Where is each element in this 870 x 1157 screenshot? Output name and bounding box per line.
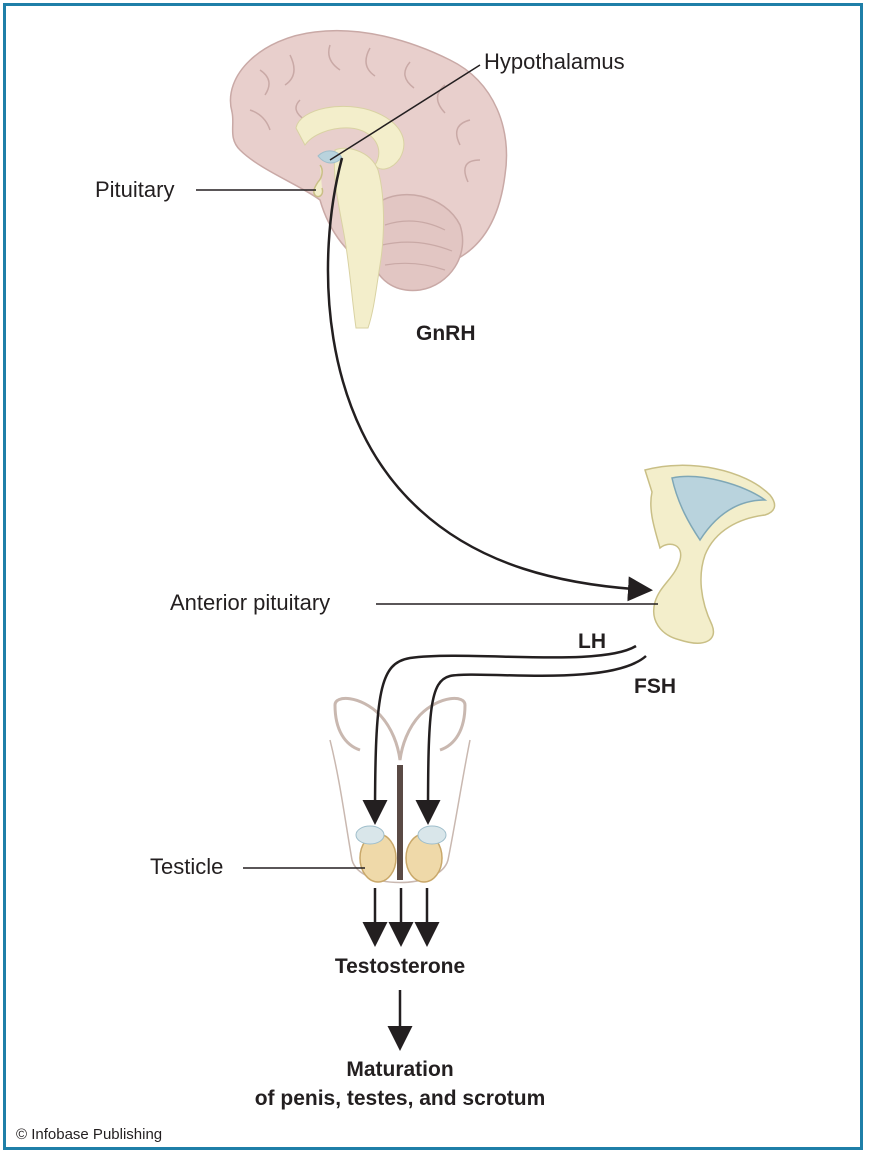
right-epididymis [418, 826, 446, 844]
testes-illustration [330, 698, 470, 882]
label-maturation-line2: of penis, testes, and scrotum [255, 1087, 546, 1111]
label-pituitary: Pituitary [95, 177, 174, 203]
label-maturation-line1: Maturation [346, 1058, 453, 1082]
penis-outline [335, 698, 465, 760]
left-epididymis [356, 826, 384, 844]
label-lh: LH [578, 630, 606, 654]
label-gnrh: GnRH [416, 322, 476, 346]
label-testicle: Testicle [150, 854, 223, 880]
label-fsh: FSH [634, 675, 676, 699]
label-testosterone: Testosterone [335, 955, 465, 979]
fsh-arrow [428, 656, 646, 820]
label-anterior-pituitary: Anterior pituitary [170, 590, 330, 616]
copyright-credit: © Infobase Publishing [16, 1126, 162, 1143]
penis-shaft [397, 765, 403, 880]
anterior-pituitary-illustration [645, 465, 775, 643]
label-hypothalamus: Hypothalamus [484, 49, 625, 75]
